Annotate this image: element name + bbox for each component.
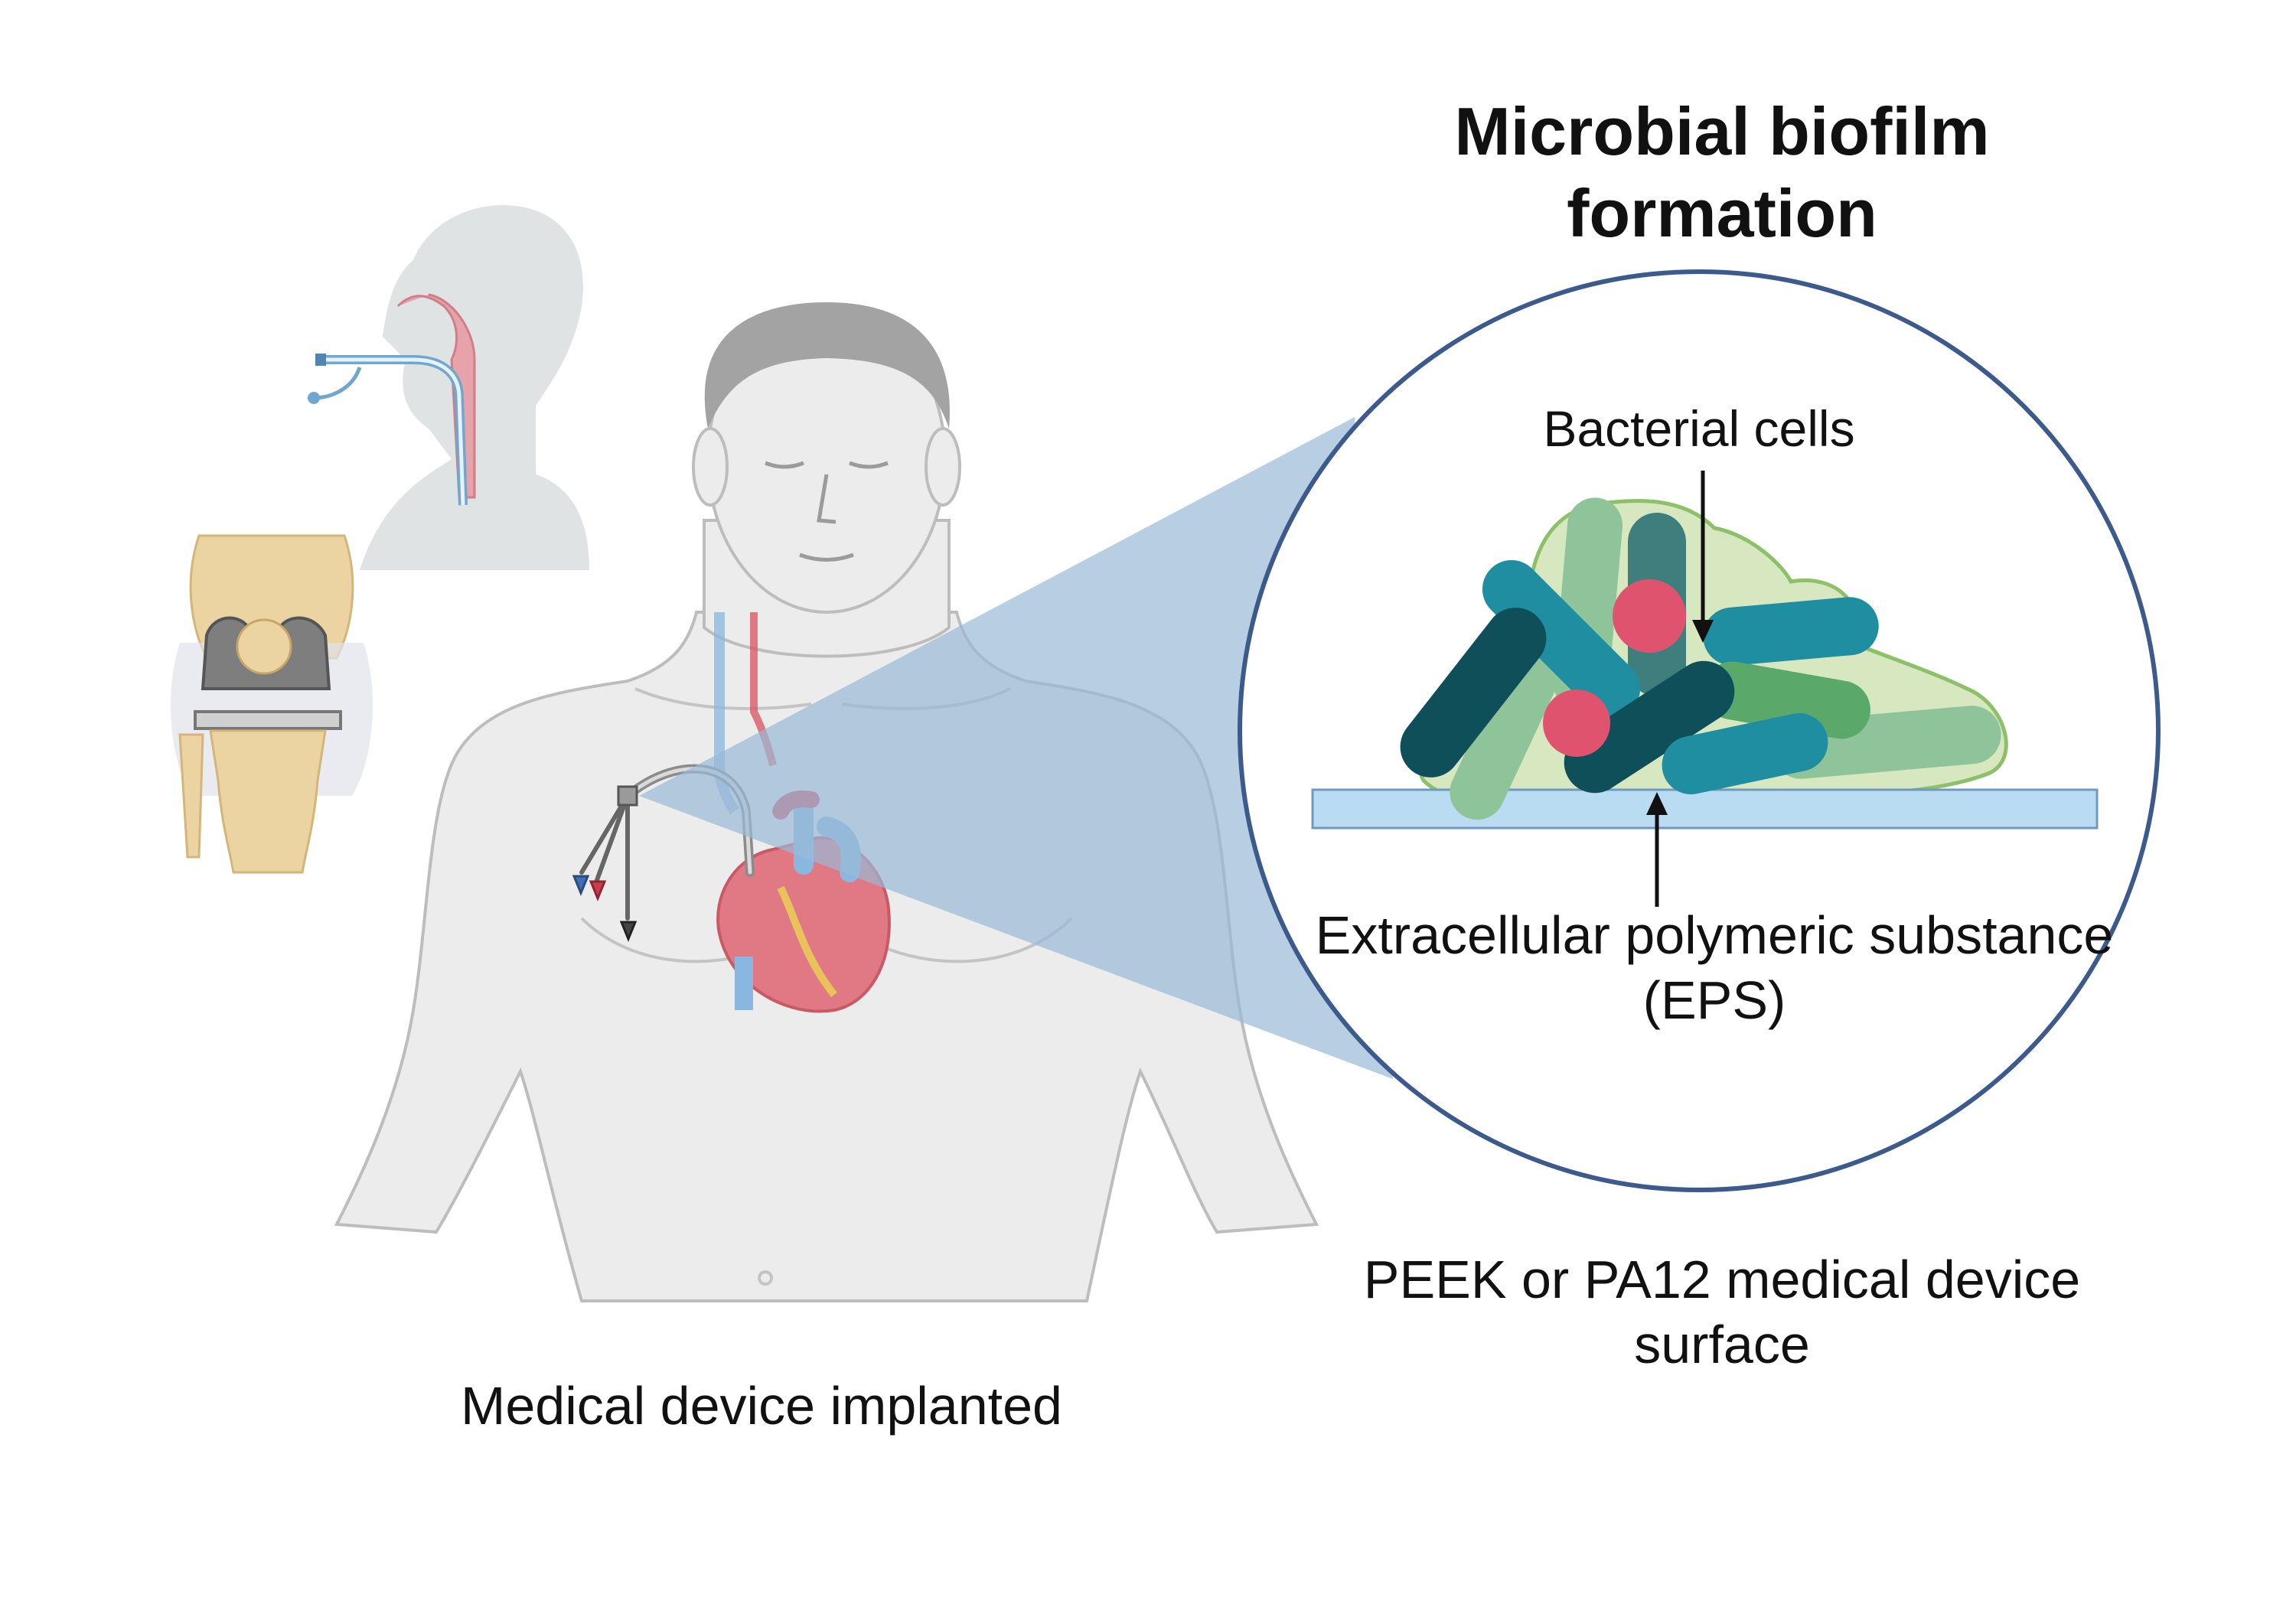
device-surface bbox=[1311, 788, 2099, 830]
bacterium-coccus bbox=[1613, 579, 1686, 653]
hair bbox=[704, 302, 950, 429]
label-arrows bbox=[1646, 471, 1714, 907]
bacterium-dark-teal bbox=[1564, 660, 1735, 794]
knee-implant bbox=[171, 534, 373, 874]
bacterium-green bbox=[1704, 661, 1870, 739]
bacterium-dark-teal bbox=[1400, 608, 1547, 777]
bacterium-teal bbox=[1703, 597, 1879, 666]
bacteria-cluster bbox=[1400, 497, 2001, 820]
zoom-cone bbox=[639, 417, 1393, 1079]
eps-arrowhead bbox=[1646, 792, 1668, 815]
left-ear bbox=[692, 427, 729, 507]
bacterium-coccus bbox=[1543, 689, 1610, 757]
device-implanted-label: Medical device implanted bbox=[461, 1376, 1062, 1436]
device-surface-label: PEEK or PA12 medical device surface bbox=[1363, 1250, 2081, 1375]
bacterium-teal bbox=[1662, 713, 1828, 794]
face bbox=[765, 461, 889, 562]
bacterium-pale-green bbox=[1450, 634, 1566, 820]
diagram-title: Microbial biofilm formation bbox=[1454, 93, 1990, 252]
right-ear bbox=[925, 427, 961, 507]
bacterium-teal bbox=[1482, 559, 1641, 719]
intubated-head bbox=[308, 205, 589, 570]
bacterial-cells-arrowhead bbox=[1692, 620, 1714, 643]
bacterial-cells-label: Bacterial cells bbox=[1543, 400, 1855, 457]
eps-label: Extracellular polymeric substance (EPS) bbox=[1315, 905, 2114, 1031]
